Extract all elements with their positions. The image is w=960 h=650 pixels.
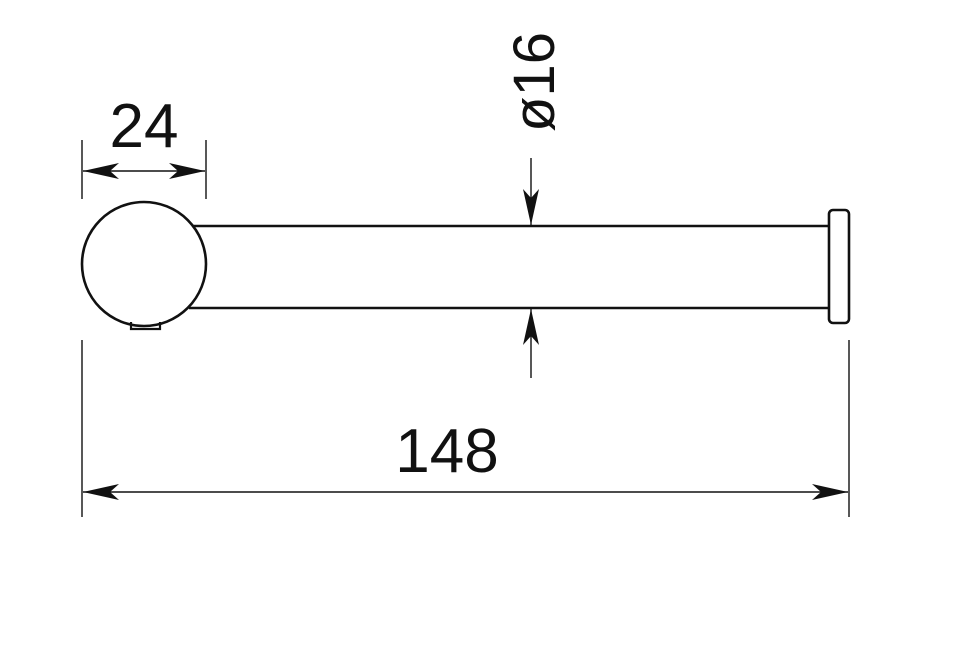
dimension-label-24: 24	[110, 92, 179, 161]
dimension-label-148: 148	[395, 417, 498, 486]
end-cap	[827, 208, 851, 325]
part-outline	[80, 200, 851, 331]
dimension-overall-length	[81, 340, 850, 517]
mount-notch	[129, 322, 162, 331]
dimension-label-diameter-16: ø16	[502, 32, 567, 132]
mount-circle	[80, 200, 208, 328]
dimension-mount-diameter	[81, 140, 207, 199]
